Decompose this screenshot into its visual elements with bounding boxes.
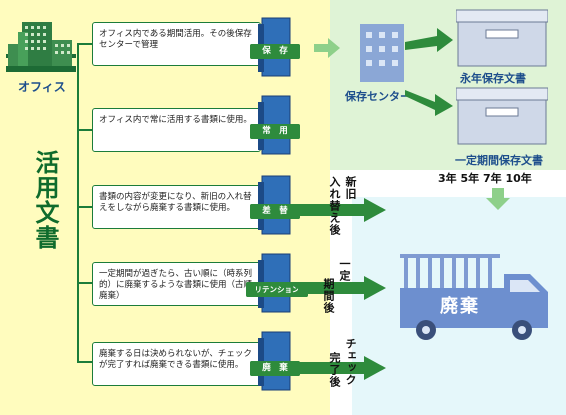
row-desc-5: 廃棄する日は決められないが、チェックが完了すれば廃棄できる書類に使用。	[92, 342, 261, 386]
retention-years: 3年 5年 7年 10年	[438, 172, 532, 185]
row-tag-2-overlay: 常 用	[250, 124, 300, 139]
row-tag-1-overlay: 保 存	[250, 44, 300, 59]
office-label: オフィス	[18, 80, 66, 94]
permanent-storage-label: 永年保存文書	[460, 72, 526, 85]
note-period-2: 期間後	[322, 278, 335, 314]
row-desc-3: 書類の内容が変更になり、新旧の入れ替えをしながら廃棄する書類に使用。	[92, 185, 261, 229]
bracket-lines	[77, 43, 92, 363]
arrow-down-icon	[486, 188, 510, 210]
archive-box-icon	[456, 9, 548, 67]
note-replace-1: 新旧	[344, 176, 357, 200]
row-desc-2: オフィス内で常に活用する書類に使用。	[92, 108, 261, 152]
note-period-1: 一定	[338, 258, 351, 282]
storage-center-label: 保存センター	[345, 90, 411, 103]
note-check-1: チェック	[344, 338, 357, 386]
arrow-right-icon	[298, 198, 386, 222]
arrow-right-icon	[314, 38, 340, 58]
office-building-icon	[6, 22, 76, 72]
page-title: 活用文書	[31, 150, 59, 250]
row-tag-4-overlay: リテンション	[246, 282, 308, 297]
row-desc-1: オフィス内である期間活用。その後保存センターで管理	[92, 22, 261, 66]
disposal-truck-icon	[400, 254, 548, 340]
archive-box-icon	[456, 87, 548, 145]
row-tag-5-overlay: 廃 棄	[250, 361, 300, 376]
arrow-right-icon	[405, 28, 453, 52]
fixed-term-storage-label: 一定期間保存文書	[455, 154, 543, 167]
note-check-2: 完了後	[328, 352, 341, 388]
note-replace-2: 入れ替え後	[328, 176, 341, 236]
arrow-right-icon	[298, 276, 386, 300]
row-desc-4: 一定期間が過ぎたら、古い順に（時系列的）に廃棄するような書類に使用（古順廃棄）	[92, 262, 261, 306]
arrow-right-icon	[298, 356, 386, 380]
arrow-down-right-icon	[405, 90, 453, 116]
storage-center-icon	[360, 24, 404, 82]
truck-label: 廃棄	[440, 296, 480, 317]
row-tag-3-overlay: 差 替	[250, 204, 300, 219]
